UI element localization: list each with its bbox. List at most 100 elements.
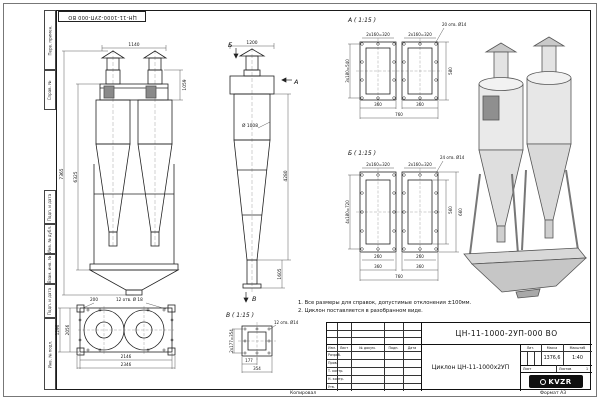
margin-cell-inv-podl: Инв. № подл. (44, 318, 56, 390)
dim-side-top: 1200 (246, 40, 257, 46)
dim-b-bottom-left: 360 (374, 264, 382, 269)
view-v-centerlines (238, 322, 276, 360)
margin-cell-vzam-inv: Взам. инв. № (44, 254, 56, 284)
dim-b-left: 4x180=720 (345, 200, 350, 224)
dim-front-top: 1140 (128, 42, 139, 48)
dim-a-top-left: 2x160=320 (366, 32, 390, 37)
section-marker-b: Б (228, 41, 233, 49)
section-a-bolt-holes (360, 42, 438, 100)
dim-b-right-outer: 660 (458, 208, 463, 216)
section-a-contours (359, 41, 439, 101)
side-view: 1200 Ø 1008 4280 1605 А Б В (228, 40, 298, 303)
section-a-title: А ( 1:15 ) (347, 17, 376, 24)
tb-line (327, 351, 421, 352)
tb-line (527, 351, 528, 365)
dim-b-right-inner: 560 (448, 206, 453, 214)
front-view-dimension-lines (62, 45, 183, 296)
tb-row-nkontr: Н. контр. (328, 377, 344, 381)
dim-view-v-left: 2x177=354 (229, 329, 234, 353)
footer-format: Формат А3 (540, 391, 567, 396)
tb-scale-label: Масштаб (569, 345, 586, 350)
iso-base-and-hopper (463, 247, 588, 299)
tb-doc-number: ЦН-11-1000-2УП-000 ВО (455, 329, 558, 338)
tb-line (327, 330, 421, 331)
dim-top-view-left-inner: 2056 (65, 324, 70, 335)
tb-line (421, 323, 422, 391)
dim-b-top-left: 2x160=320 (366, 162, 390, 167)
front-view: 1140 1059 6325 7365 (59, 42, 188, 296)
dim-b-mid-left: 260 (374, 254, 382, 259)
tb-line (327, 344, 421, 345)
section-a-centerlines (356, 38, 442, 104)
dim-side-diameter: Ø 1008 (242, 122, 258, 129)
tb-sheet-label: Лист (523, 366, 532, 371)
top-view: 200 12 отв. Ø 18 1296 2056 2146 2346 (55, 297, 176, 369)
company-logo: KVZR (529, 375, 583, 388)
section-a-view: А ( 1:15 ) 2x160=320 (345, 17, 467, 119)
section-b-centerlines (356, 168, 442, 256)
tb-line (520, 372, 592, 373)
top-view-contours (76, 304, 176, 356)
tb-line (520, 351, 592, 352)
section-b-view: Б ( 1:15 ) (345, 150, 465, 281)
view-v-contours (241, 325, 273, 357)
margin-cell-sprav: Справ. № (44, 70, 56, 110)
dim-top-view-left-outer: 1296 (55, 324, 60, 335)
tb-sheets-label: Листов (559, 366, 572, 371)
dim-a-left: 3x180=540 (345, 59, 350, 83)
view-v-bolt-holes (243, 327, 271, 355)
section-marker-v: В (252, 295, 257, 303)
front-view-centerlines (112, 50, 156, 248)
section-b-title: Б ( 1:15 ) (348, 150, 376, 157)
dim-b-bottom-right: 360 (416, 264, 424, 269)
tb-mass-value: 1376,6 (543, 355, 561, 361)
tb-header-izm: Изм. (328, 345, 336, 350)
corner-stamp: ЦН-11-1000-2УП-000 ВО (58, 11, 146, 22)
tb-lit-label: Лит. (526, 345, 535, 350)
dim-top-view-bottom-inner: 2146 (121, 354, 132, 359)
section-b-dimension-lines (348, 160, 459, 281)
tb-line (327, 367, 421, 368)
dim-top-view-bottom-outer: 2346 (121, 362, 132, 367)
holes-label-a: 20 отв. Ø14 (442, 22, 467, 27)
tb-line (563, 344, 564, 365)
dim-front-right: 1059 (182, 79, 188, 90)
drawing-frame (56, 10, 591, 390)
corner-stamp-text: ЦН-11-1000-2УП-000 ВО (67, 13, 137, 20)
view-v: В ( 1:15 ) 12 отв. Ø14 2x177=354 177 354 (226, 312, 299, 373)
tb-mass-label: Масса (546, 345, 558, 350)
side-view-markers (233, 48, 292, 303)
margin-cell-inv-dubl: Инв. № дубл. (44, 224, 56, 254)
view-v-title: В ( 1:15 ) (226, 312, 254, 319)
dim-a-top-right: 2x160=320 (408, 32, 432, 37)
tb-line (520, 344, 521, 391)
dim-b-mid-right: 260 (416, 254, 424, 259)
dim-a-bottom-total: 760 (395, 112, 403, 117)
tb-line (327, 375, 421, 376)
isometric-view (463, 36, 588, 299)
dim-side-bottom: 1605 (277, 268, 283, 279)
company-logo-text: KVZR (548, 377, 572, 386)
tb-row-tkontr: Т. контр. (328, 369, 344, 373)
tb-header-list: Лист (339, 345, 349, 350)
dim-top-view-leader: 200 (90, 297, 98, 302)
side-view-dimension-lines (229, 43, 291, 289)
footer-copied: Копировал (290, 391, 317, 396)
tb-line (337, 323, 338, 391)
tb-row-utv: Утв. (328, 385, 335, 389)
dim-front-total-height: 7365 (59, 168, 65, 179)
tb-line (327, 383, 421, 384)
tb-line (403, 323, 404, 391)
section-b-contours (359, 171, 439, 253)
dim-front-body-height: 6325 (73, 171, 79, 182)
dim-a-bottom-right: 360 (416, 102, 424, 107)
holes-label-b: 24 отв. Ø14 (440, 155, 465, 160)
top-view-dimension-lines (58, 302, 176, 369)
dim-a-bottom-left: 360 (374, 102, 382, 107)
tb-line (384, 323, 385, 391)
dim-b-bottom-total: 760 (395, 274, 403, 279)
view-v-dimension-lines (232, 324, 277, 373)
tb-sheets-value: 1 (585, 366, 589, 371)
tb-row-prov: Пров. (328, 361, 338, 365)
